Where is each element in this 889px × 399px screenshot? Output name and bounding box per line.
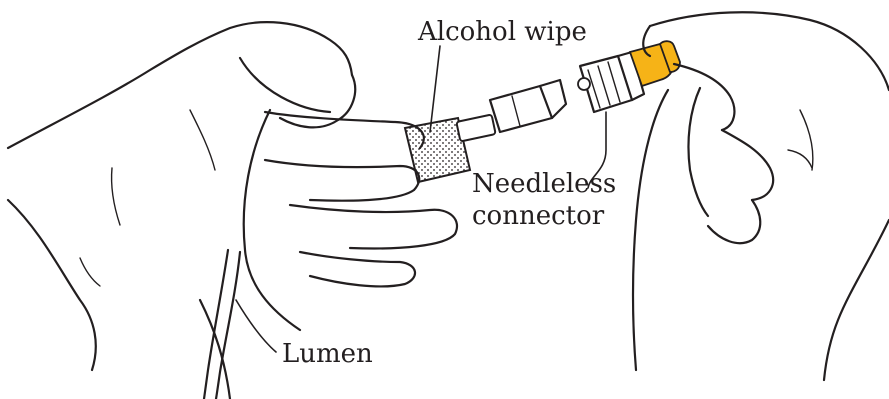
needleless-connector-label-line1: Needleless (472, 169, 616, 199)
lumen-tubing (204, 250, 240, 399)
alcohol-wipe-leader (430, 46, 440, 132)
alcohol-wipe-label: Alcohol wipe (417, 17, 587, 47)
needleless-connector-label-line2: connector (472, 201, 605, 231)
lumen-leader (236, 300, 276, 352)
lumen-hub (456, 80, 566, 142)
left-hand (8, 22, 457, 399)
lumen-label: Lumen (282, 339, 373, 369)
yellow-cap (630, 41, 680, 86)
